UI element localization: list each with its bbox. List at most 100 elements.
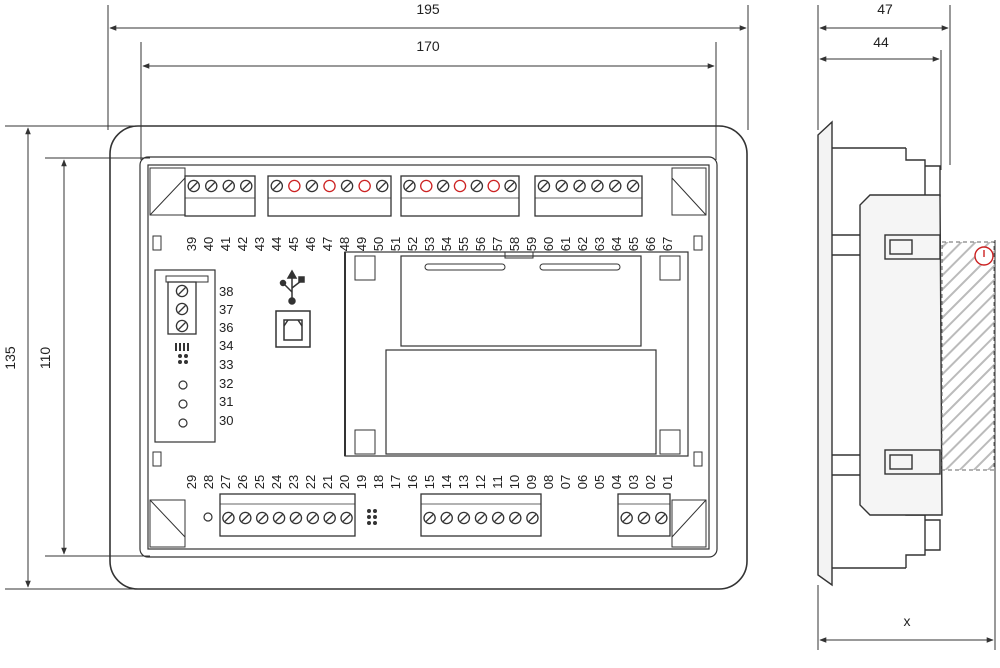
dimension-height-outer: 135 [2,346,18,370]
status-leds [178,380,213,522]
terminal-label-28: 28 [201,475,216,489]
terminal-label-32: 32 [219,376,233,391]
dimension-height-inner: 110 [37,347,53,370]
terminal-label-05: 05 [592,475,607,489]
terminal-block-g-screw-icon [637,511,651,525]
terminal-label-29: 29 [184,475,199,489]
terminal-block-a-screw-icon [222,179,235,193]
terminal-label-52: 52 [405,237,420,251]
terminal-block-e-screw-icon [255,511,269,525]
terminal-block-e-housing [219,493,356,537]
terminal-label-11: 11 [490,475,505,489]
terminal-block-c-screw-icon [436,179,450,193]
terminal-block-d-screw-icon [573,179,586,193]
terminal-label-21: 21 [320,475,335,489]
terminal-label-51: 51 [388,237,403,251]
terminal-block-c-housing [400,175,520,217]
terminal-block-e-screw-icon [222,511,235,525]
terminal-label-53: 53 [422,237,437,251]
side-screw-icon [175,284,189,298]
terminal-block-f-screw-icon [440,511,453,525]
terminal-block-d-housing [534,175,643,217]
terminal-label-55: 55 [456,237,471,251]
terminal-block-e-screw-icon [340,511,353,525]
terminal-block-a-screw-icon [239,179,253,193]
terminal-label-47: 47 [320,237,335,251]
terminal-label-07: 07 [558,475,573,489]
terminal-label-03: 03 [626,475,641,489]
terminal-block-f-screw-icon [474,511,488,525]
terminal-label-42: 42 [235,237,250,251]
terminal-label-54: 54 [439,237,454,251]
grid-marker-icon [175,343,377,525]
terminal-block-a-screw-icon [204,179,218,193]
terminal-label-33: 33 [219,357,233,372]
terminal-label-13: 13 [456,475,471,489]
terminal-block-b-screw-icon [305,179,319,193]
dimension-width-outer: 195 [416,1,440,17]
terminal-label-31: 31 [219,394,233,409]
terminal-label-25: 25 [252,475,267,489]
terminal-block-g-housing [617,493,671,537]
side-block-housing [167,281,197,335]
terminal-block-b-screw-icon [270,179,284,193]
terminal-block-c-screw-icon [487,179,500,193]
terminal-label-39: 39 [184,237,199,251]
terminal-label-61: 61 [558,237,573,251]
terminal-label-10: 10 [507,475,522,489]
terminal-label-43: 43 [252,237,267,251]
terminal-label-22: 22 [303,475,318,489]
terminal-label-34: 34 [219,338,233,353]
terminal-block-f-screw-icon [491,511,505,525]
terminal-block-d-screw-icon [609,179,622,193]
terminal-label-66: 66 [643,237,658,251]
terminal-label-44: 44 [269,237,284,251]
terminal-label-01: 01 [660,475,675,489]
side-screw-icon [175,319,189,333]
dimension-width-inner: 170 [416,38,440,54]
terminal-label-58: 58 [507,237,522,251]
terminal-label-59: 59 [524,237,539,251]
terminal-block-f-housing [420,493,542,537]
side-view-connector [941,241,995,471]
terminal-label-06: 06 [575,475,590,489]
terminal-label-65: 65 [626,237,641,251]
terminal-label-02: 02 [643,475,658,489]
terminal-label-38: 38 [219,284,233,299]
terminal-label-04: 04 [609,475,624,489]
terminal-block-b-screw-icon [375,179,389,193]
terminal-label-49: 49 [354,237,369,251]
terminal-block-e-screw-icon [239,511,252,525]
terminal-block-b-screw-icon [288,179,301,193]
terminal-block-c-screw-icon [504,179,517,193]
terminal-label-17: 17 [388,475,403,489]
terminal-block-c-screw-icon [403,179,416,193]
terminal-label-63: 63 [592,237,607,251]
terminal-label-09: 09 [524,475,539,489]
terminal-label-27: 27 [218,475,233,489]
terminal-label-19: 19 [354,475,369,489]
top-terminal-blocks [184,175,643,217]
terminal-block-c-screw-icon [420,179,433,193]
terminal-label-46: 46 [303,237,318,251]
usb-b-port-icon [275,310,311,348]
terminal-block-g-screw-icon [655,511,668,525]
terminal-block-b-housing [267,175,392,217]
front-housing [109,125,748,590]
terminal-block-d-screw-icon [591,179,604,193]
side-view-housing [817,120,943,587]
terminal-label-08: 08 [541,475,556,489]
usb-icon [279,269,305,305]
terminal-label-50: 50 [371,237,386,251]
terminal-label-60: 60 [541,237,556,251]
terminal-block-f-screw-icon [526,511,539,525]
dimension-lines [5,5,749,590]
terminal-label-26: 26 [235,475,250,489]
terminal-label-18: 18 [371,475,386,489]
terminal-label-37: 37 [219,302,233,317]
side-screw-icon [175,302,189,316]
